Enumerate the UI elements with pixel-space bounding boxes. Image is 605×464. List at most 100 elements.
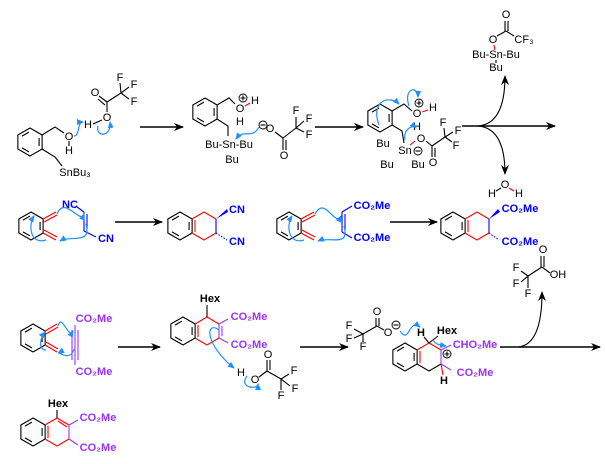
bond — [41, 126, 65, 136]
aromatic-double-bond — [444, 231, 453, 237]
atom-label: F — [346, 333, 353, 345]
benzene-ring — [167, 211, 193, 241]
aromatic-double-bond — [444, 215, 453, 221]
positive-charge-icon — [416, 100, 422, 106]
atom-label: CO₂Me — [231, 311, 268, 323]
atom-label: CN — [229, 236, 245, 248]
aromatic-double-bond — [174, 336, 183, 342]
bond — [440, 363, 444, 376]
curly-arrow — [376, 97, 400, 126]
aromatic-double-bond — [24, 437, 33, 443]
bond — [120, 86, 130, 94]
atom-label: H — [65, 145, 73, 157]
bond — [493, 44, 496, 51]
atom-label: CO₂Me — [457, 367, 494, 379]
bond — [68, 419, 79, 426]
positive-charge-icon — [442, 349, 452, 359]
aromatic-double-bond — [24, 327, 33, 333]
benzene-ring — [20, 417, 46, 447]
bond — [341, 205, 353, 213]
positive-charge-icon — [414, 98, 424, 108]
atom-label: Bu — [376, 138, 389, 150]
benzene-ring — [440, 211, 466, 241]
bond — [57, 420, 68, 428]
hash-bond — [488, 232, 500, 241]
bond — [92, 119, 103, 125]
atom-label: CF₃ — [514, 34, 533, 46]
new-ring-bonds — [194, 337, 220, 346]
atom-label: O — [489, 34, 498, 46]
curly-arrow — [56, 207, 85, 221]
bond — [443, 127, 446, 138]
bond — [520, 275, 529, 283]
bond — [120, 92, 130, 100]
atom-label: F — [455, 125, 462, 137]
bond — [44, 344, 58, 353]
curly-arrow — [235, 126, 260, 140]
bond — [42, 211, 57, 220]
atom-label: F — [440, 117, 447, 129]
curly-arrow — [209, 327, 235, 369]
atom-label: O — [103, 112, 112, 124]
bond — [508, 187, 515, 192]
aromatic-double-bond — [371, 107, 380, 113]
bond — [496, 30, 507, 37]
atom-label: O — [502, 9, 511, 21]
bond — [97, 98, 106, 106]
bond — [425, 140, 433, 147]
benzene-ring — [17, 127, 43, 157]
bond — [280, 373, 290, 380]
aromatic-double-bond — [22, 215, 31, 221]
tetrahydronaphthalene-diester: CO₂Me CO₂Me — [440, 203, 538, 248]
atom-label: H — [84, 119, 92, 131]
bond — [295, 120, 305, 129]
benzene-ring — [367, 103, 393, 133]
atom-label: O — [280, 150, 289, 162]
oxonium-stannane-intermediate: O H H Bu-Sn-Bu Bu O O F F F — [192, 93, 313, 166]
atom-label: Bu-Sn-Bu — [472, 49, 520, 61]
atom-label: CO₂Me — [354, 200, 391, 212]
curly-arrow — [404, 121, 417, 141]
bond — [423, 336, 430, 344]
atom-label: H — [417, 327, 425, 339]
atom-label: SnBu₃ — [59, 167, 90, 179]
trifluoroacetic-acid: O OH F F F — [513, 244, 567, 300]
atom-label: O — [91, 87, 100, 99]
bond — [505, 30, 515, 37]
atom-label: CO₂Me — [80, 442, 117, 454]
atom-label: Sn — [398, 145, 411, 157]
bond — [106, 92, 122, 103]
bond — [98, 95, 108, 103]
atom-label: O — [266, 123, 275, 135]
bond — [218, 318, 229, 325]
tetrahydronaphthalene-cation: H Hex CHO₂Me CO₂Me H — [392, 325, 497, 387]
atom-label: O — [501, 179, 510, 191]
new-ring-bonds — [44, 417, 58, 426]
aromatic-double-bond — [171, 215, 180, 221]
atom-label: O — [539, 244, 548, 256]
atom-label: Bu — [489, 62, 502, 74]
atom-label: F — [293, 105, 300, 117]
atom-label: O — [384, 327, 393, 339]
bond — [362, 325, 378, 335]
bond — [341, 231, 353, 239]
bond — [44, 323, 58, 332]
aromatic-double-bond — [24, 343, 33, 349]
bond — [431, 136, 446, 147]
atom-label: Bu — [411, 159, 424, 171]
atom-label: F — [291, 365, 298, 377]
curly-arrow — [286, 215, 305, 242]
bond — [495, 187, 502, 192]
hash-bond — [215, 232, 228, 241]
aromatic-double-bond — [196, 101, 205, 107]
aromatic-double-bond — [21, 131, 30, 137]
water: O H H — [488, 179, 523, 200]
curly-arrow — [57, 347, 75, 357]
new-ring-bonds — [191, 211, 217, 220]
bond — [520, 270, 529, 277]
atom-label: CO₂Me — [231, 339, 268, 351]
curly-arrow — [244, 375, 261, 391]
bond — [428, 335, 439, 344]
new-ring-bonds — [191, 232, 217, 241]
